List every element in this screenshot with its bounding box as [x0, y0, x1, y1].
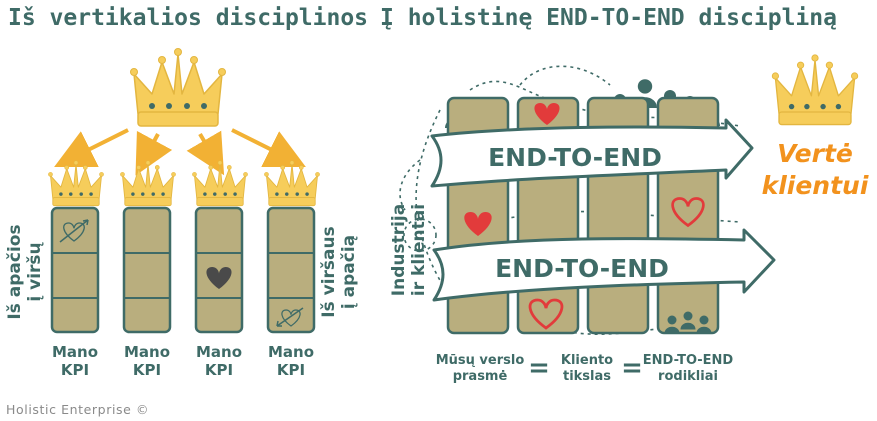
right-title: Į holistinę END-TO-END discipliną — [380, 5, 837, 31]
arrows-down — [54, 128, 306, 176]
crown-icon-col3 — [192, 160, 248, 207]
svg-text:Mano: Mano — [52, 343, 98, 361]
svg-text:į viršų: į viršų — [25, 241, 45, 301]
svg-text:Iš apačios: Iš apačios — [5, 224, 25, 319]
svg-text:ir klientai: ir klientai — [409, 204, 429, 296]
side-label-top-down: Iš viršaus į apačią — [319, 226, 359, 317]
svg-text:tikslas: tikslas — [563, 369, 611, 384]
svg-text:Kliento: Kliento — [561, 353, 613, 368]
target-heart-icon — [59, 219, 89, 243]
svg-text:Mano: Mano — [196, 343, 242, 361]
crown-icon-col4 — [264, 160, 320, 207]
svg-text:klientui: klientui — [762, 171, 869, 200]
silo-column-2 — [122, 206, 172, 334]
equation: Mūsų verslo prasmė = Kliento tikslas = E… — [436, 353, 734, 384]
crown-icon-col1 — [48, 160, 104, 207]
svg-text:KPI: KPI — [61, 361, 89, 379]
svg-text:Vertė: Vertė — [777, 139, 853, 168]
svg-text:Mūsų verslo: Mūsų verslo — [436, 353, 525, 368]
left-title: Iš vertikalios disciplinos — [8, 5, 368, 31]
kpi-label-3: Mano KPI — [196, 343, 242, 379]
svg-text:KPI: KPI — [133, 361, 161, 379]
band-top-label: END-TO-END — [488, 143, 662, 172]
svg-text:prasmė: prasmė — [453, 369, 508, 384]
equals-sign: = — [621, 353, 643, 383]
crown-icon-value — [771, 54, 859, 126]
silo-column-3 — [194, 206, 244, 334]
band-bottom-label: END-TO-END — [495, 254, 669, 283]
side-label-industry: Industrija ir klientai — [389, 204, 429, 296]
svg-text:KPI: KPI — [277, 361, 305, 379]
customer-value-label: Vertė klientui — [762, 139, 869, 200]
equation-term-metrics: END-TO-END rodikliai — [643, 353, 734, 384]
svg-text:END-TO-END: END-TO-END — [643, 353, 734, 368]
svg-text:Iš viršaus: Iš viršaus — [319, 226, 339, 317]
svg-text:Mano: Mano — [124, 343, 170, 361]
svg-text:Mano: Mano — [268, 343, 314, 361]
equation-term-purpose: Mūsų verslo prasmė — [436, 353, 525, 384]
svg-text:į apačią: į apačią — [339, 235, 359, 309]
target-heart-icon — [276, 307, 304, 327]
side-label-bottom-up: Iš apačios į viršų — [5, 224, 45, 319]
crown-icon-col2 — [120, 160, 176, 207]
equals-sign: = — [528, 353, 550, 383]
svg-text:rodikliai: rodikliai — [658, 369, 718, 384]
footer-credit: Holistic Enterprise © — [6, 402, 149, 417]
svg-text:KPI: KPI — [205, 361, 233, 379]
svg-text:Industrija: Industrija — [389, 204, 409, 296]
crown-icon-large — [129, 47, 227, 127]
kpi-label-1: Mano KPI — [52, 343, 98, 379]
end-to-end-band-bottom: END-TO-END — [432, 228, 776, 302]
silo-column-4 — [266, 206, 316, 334]
silo-column-1 — [50, 206, 100, 334]
kpi-label-4: Mano KPI — [268, 343, 314, 379]
end-to-end-band-top: END-TO-END — [430, 118, 754, 188]
equation-term-goal: Kliento tikslas — [561, 353, 613, 384]
kpi-label-2: Mano KPI — [124, 343, 170, 379]
